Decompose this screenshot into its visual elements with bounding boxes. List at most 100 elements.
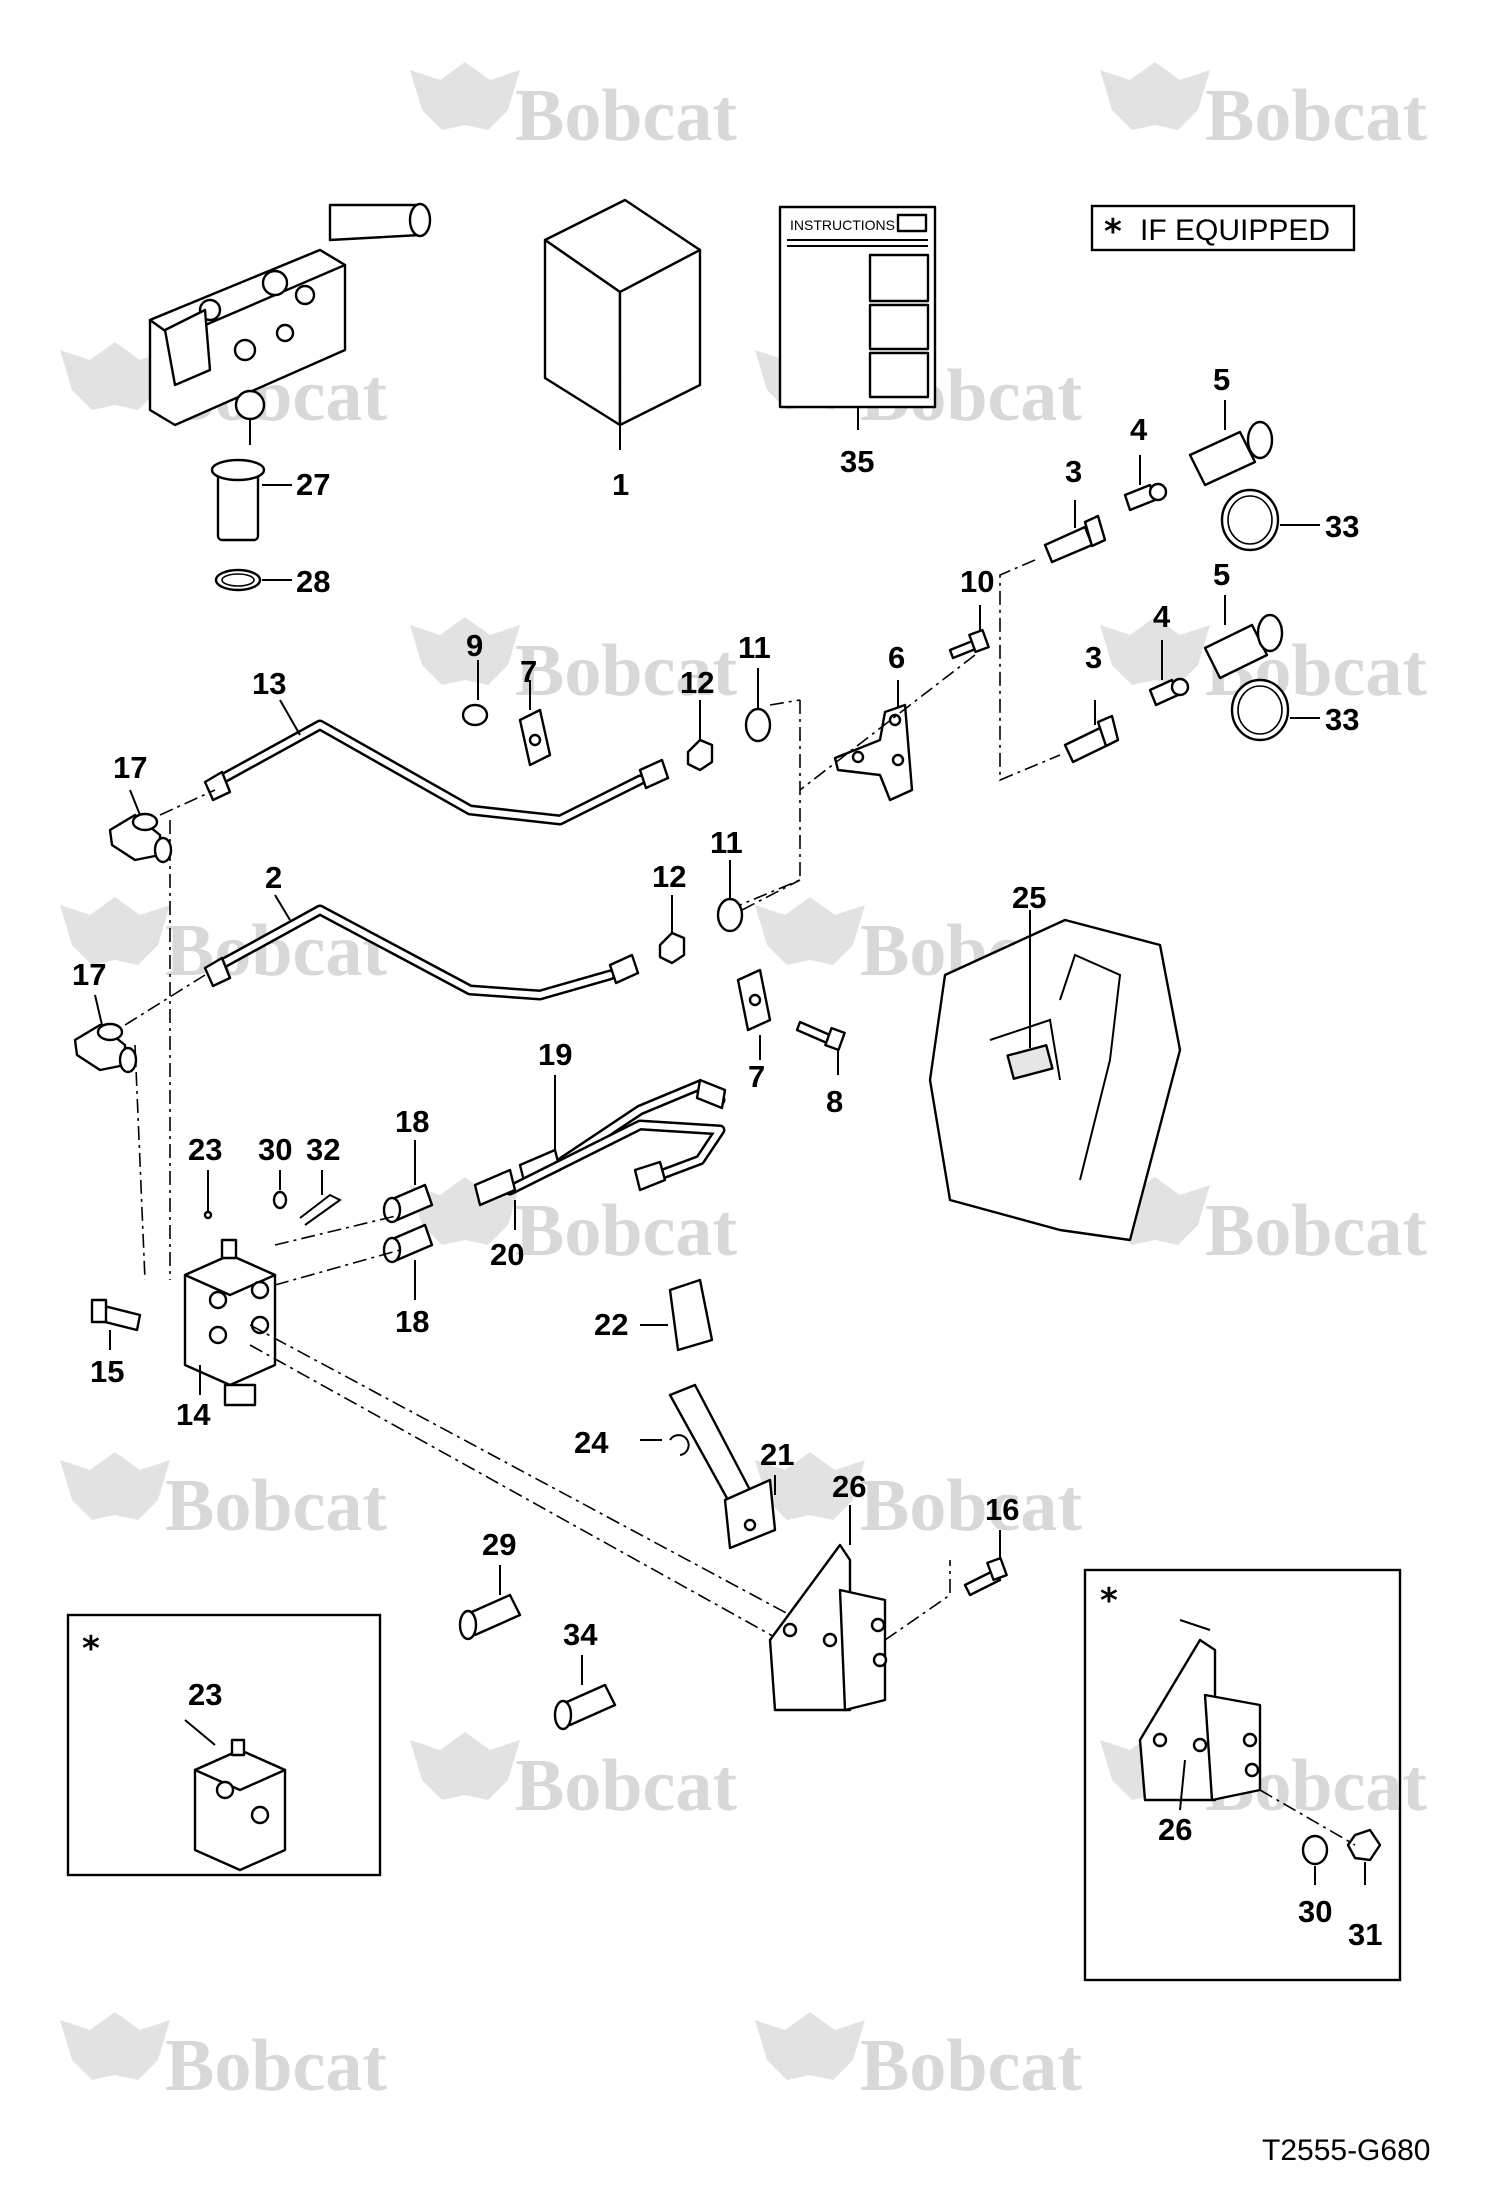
centerline: [274, 1214, 401, 1246]
callout-22: 22: [594, 1307, 628, 1342]
part-13-tube: [203, 699, 670, 826]
callout-30: 30: [1298, 1894, 1332, 1929]
callout-6: 6: [888, 640, 905, 675]
callout-13: 13: [252, 666, 286, 701]
svg-text:Bobcat: Bobcat: [515, 1745, 737, 1827]
part-19-hose: [518, 1075, 727, 1187]
part-8-bolt: [795, 1020, 846, 1075]
callout-4: 4: [1130, 412, 1148, 447]
centerline: [159, 789, 216, 816]
callout-25: 25: [1012, 880, 1046, 915]
part-33-dust-cap-lower: [1230, 678, 1320, 742]
callout-29: 29: [482, 1527, 516, 1562]
svg-text:INSTRUCTIONS: INSTRUCTIONS: [790, 217, 895, 233]
part-35-instructions-sheet: INSTRUCTIONS: [778, 205, 937, 430]
svg-text:Bobcat: Bobcat: [1205, 75, 1427, 157]
part-24-retaining-ring: [640, 1434, 690, 1456]
part-2-tube: [203, 894, 640, 1001]
callout-21: 21: [760, 1437, 794, 1472]
part-33-dust-cap-upper: [1220, 488, 1320, 552]
callout-12: 12: [680, 665, 714, 700]
callout-5: 5: [1213, 557, 1230, 592]
callout-32: 32: [306, 1132, 340, 1167]
callout-26: 26: [832, 1469, 866, 1504]
part-15-fitting: [90, 1298, 142, 1350]
part-23-pin: [203, 1170, 213, 1220]
drawing-reference: T2555-G680: [1262, 2134, 1430, 2167]
svg-text:Bobcat: Bobcat: [515, 75, 737, 157]
part-3-fitting-lower: [1063, 700, 1120, 764]
if-equipped-legend: * IF EQUIPPED: [1090, 204, 1356, 252]
callout-33: 33: [1325, 509, 1359, 544]
watermark: Bobcat: [755, 2012, 1082, 2107]
callout-4: 4: [1153, 599, 1171, 634]
svg-text:IF EQUIPPED: IF EQUIPPED: [1140, 214, 1330, 247]
callout-30: 30: [258, 1132, 292, 1167]
svg-text:Bobcat: Bobcat: [860, 2025, 1082, 2107]
part-20-hose: [473, 1119, 726, 1230]
callout-18: 18: [395, 1104, 429, 1139]
callout-9: 9: [466, 628, 483, 663]
callout-17: 17: [113, 750, 147, 785]
callout-11: 11: [710, 825, 743, 860]
svg-text:Bobcat: Bobcat: [515, 630, 737, 712]
callout-10: 10: [960, 564, 994, 599]
watermark: Bobcat: [60, 2012, 387, 2107]
callout-28: 28: [296, 564, 330, 599]
centerline: [249, 1344, 781, 1641]
part-32-cotter-pin: [299, 1170, 342, 1226]
watermark: Bobcat: [60, 1452, 387, 1547]
callout-23: 23: [188, 1677, 222, 1712]
part-27-plug: [210, 458, 292, 542]
svg-text:*: *: [82, 1629, 100, 1669]
svg-text:Bobcat: Bobcat: [165, 2025, 387, 2107]
callout-7: 7: [748, 1059, 765, 1094]
centerline: [249, 1324, 791, 1616]
callout-8: 8: [826, 1084, 843, 1119]
centerline: [769, 699, 801, 706]
part-21-lever: [668, 1383, 777, 1550]
callout-1: 1: [612, 467, 629, 502]
part-5-coupler-lower: [1203, 595, 1284, 680]
part-18-fitting-upper: [382, 1140, 434, 1224]
part-7-clamp-lower: [736, 968, 772, 1060]
svg-text:Bobcat: Bobcat: [1205, 1190, 1427, 1272]
svg-text:Bobcat: Bobcat: [165, 1465, 387, 1547]
callout-5: 5: [1213, 362, 1230, 397]
centerline: [274, 1249, 401, 1286]
callout-35: 35: [840, 444, 874, 479]
callout-20: 20: [490, 1237, 524, 1272]
callout-19: 19: [538, 1037, 572, 1072]
svg-text:*: *: [1104, 212, 1122, 252]
callout-31: 31: [1348, 1917, 1382, 1952]
callout-24: 24: [574, 1425, 609, 1460]
callout-23: 23: [188, 1132, 222, 1167]
part-14-valve-body: [183, 1238, 277, 1407]
part-26-bracket: [768, 1505, 888, 1712]
callout-33: 33: [1325, 702, 1359, 737]
part-6-bracket: [833, 680, 914, 802]
part-16-bolt: [963, 1530, 1008, 1597]
callout-labels: 1 2 3 3 4 4 5 5 6 7 7 8 9 10 11 11 12 12…: [72, 362, 1382, 1952]
assembly-centerlines: [134, 559, 1061, 1281]
callout-17: 17: [72, 957, 106, 992]
part-10-bolt: [948, 605, 990, 660]
callout-3: 3: [1065, 454, 1082, 489]
callout-26: 26: [1158, 1812, 1192, 1847]
part-34-fitting: [553, 1655, 617, 1731]
watermark: Bobcat: [1100, 62, 1427, 157]
watermark: Bobcat: [755, 1452, 1082, 1547]
inset-left: *: [66, 1613, 382, 1877]
inset-right: *: [1083, 1568, 1402, 1982]
callout-27: 27: [296, 467, 330, 502]
part-30-washer: [272, 1170, 288, 1210]
control-valve-assembly: [148, 202, 432, 445]
part-18-fitting-lower: [382, 1223, 434, 1300]
callout-2: 2: [265, 860, 282, 895]
part-17-elbow-lower: [73, 994, 138, 1074]
svg-text:*: *: [1100, 1581, 1118, 1621]
part-28-o-ring: [214, 568, 292, 592]
callout-34: 34: [563, 1617, 598, 1652]
part-4-adapter-upper: [1123, 455, 1168, 512]
